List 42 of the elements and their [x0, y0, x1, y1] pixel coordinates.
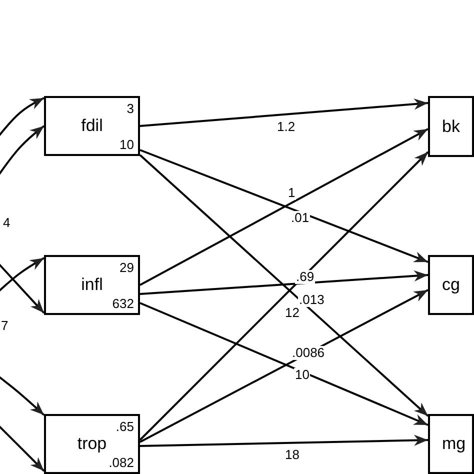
- arrow: [0, 97, 44, 138]
- variance-value: 29: [120, 260, 134, 275]
- edge-label: 10: [294, 368, 310, 382]
- variable-name: infl: [80, 275, 104, 295]
- variable-box: [44, 96, 140, 156]
- estimate-value: .082: [108, 455, 134, 470]
- variable-box: [428, 96, 474, 157]
- arrow: [0, 375, 45, 416]
- variable-box: [428, 255, 474, 315]
- variable-box: [44, 255, 140, 315]
- arrow: [0, 262, 45, 314]
- arrow: [140, 270, 428, 295]
- edge-label: .69: [295, 270, 316, 284]
- path-coefficient: 7: [1, 318, 8, 333]
- edge-label: 12: [284, 306, 300, 320]
- arrow: [140, 149, 428, 263]
- arrow: [0, 257, 44, 293]
- variable-box: [44, 414, 140, 474]
- edge-label: 1.2: [276, 120, 296, 134]
- variance-value: .65: [116, 419, 134, 434]
- edge-label: .0086: [291, 346, 326, 360]
- path-coefficient: 4: [3, 215, 10, 230]
- variable-name: trop: [76, 434, 108, 454]
- variable-name: bk: [442, 116, 460, 136]
- estimate-value: 10: [120, 137, 134, 152]
- variance-value: 3: [126, 101, 134, 116]
- edge-label: .013: [298, 293, 326, 307]
- edge-label: 18: [284, 448, 300, 462]
- edge-label: 1: [287, 186, 296, 200]
- variable-name: mg: [442, 434, 466, 454]
- edge-label: .01: [290, 211, 310, 225]
- estimate-value: 632: [112, 296, 134, 311]
- arrow: [140, 434, 428, 447]
- variable-box: [428, 414, 474, 474]
- arrow: [140, 128, 428, 286]
- variable-name: fdil: [80, 116, 104, 136]
- arrow: [140, 98, 428, 127]
- arrow: [140, 302, 428, 426]
- arrow: [140, 289, 428, 443]
- arrow: [0, 125, 45, 177]
- variable-name: cg: [442, 275, 460, 295]
- arrow: [0, 424, 45, 472]
